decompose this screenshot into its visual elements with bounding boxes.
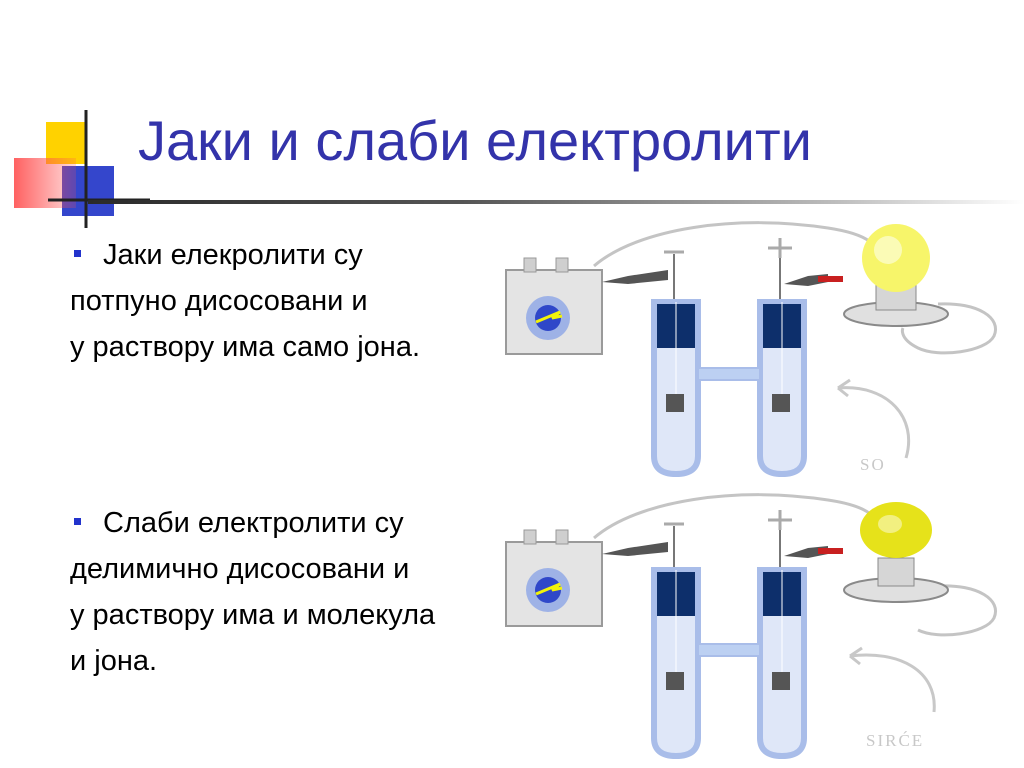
strong-electrolyte-apparatus: SO [505, 221, 997, 478]
bullet-line: Јаки елекролити су [70, 232, 510, 278]
bullet-icon [74, 249, 81, 257]
text-line: потпуно дисосовани и [70, 285, 368, 317]
test-tube-right-icon [757, 299, 807, 478]
salt-bridge-icon [697, 367, 761, 381]
text-line: и јона. [70, 645, 158, 677]
battery-icon [505, 529, 603, 627]
text-line: у раствору има и молекула [70, 599, 436, 631]
bullet-line: Слаби електролити су [70, 500, 510, 546]
arrow-icon [837, 386, 911, 459]
arrow-icon [849, 653, 936, 713]
slide-title: Јаки и слаби електролити [138, 109, 812, 172]
text-line: делимично дисосовани и [70, 553, 410, 585]
figure-label: SO [860, 455, 886, 474]
strong-electrolytes-text: Јаки елекролити су потпуно дисосовани и … [70, 232, 510, 370]
salt-bridge-icon [697, 643, 761, 657]
light-bulb-icon [843, 224, 949, 327]
test-tube-left-icon [651, 299, 701, 478]
text-line: у раствору има само јона. [70, 331, 421, 363]
battery-icon [505, 257, 603, 355]
figure-label: SIRĆE [866, 731, 924, 750]
weak-electrolytes-text: Слаби електролити су делимично дисосован… [70, 500, 510, 684]
test-tube-left-icon [651, 567, 701, 760]
weak-electrolyte-apparatus: SIRĆE [505, 493, 997, 760]
light-bulb-icon [843, 502, 949, 603]
title-decoration [14, 110, 150, 228]
test-tube-right-icon [757, 567, 807, 760]
bullet-icon [74, 517, 81, 525]
title-underline [88, 200, 1024, 204]
